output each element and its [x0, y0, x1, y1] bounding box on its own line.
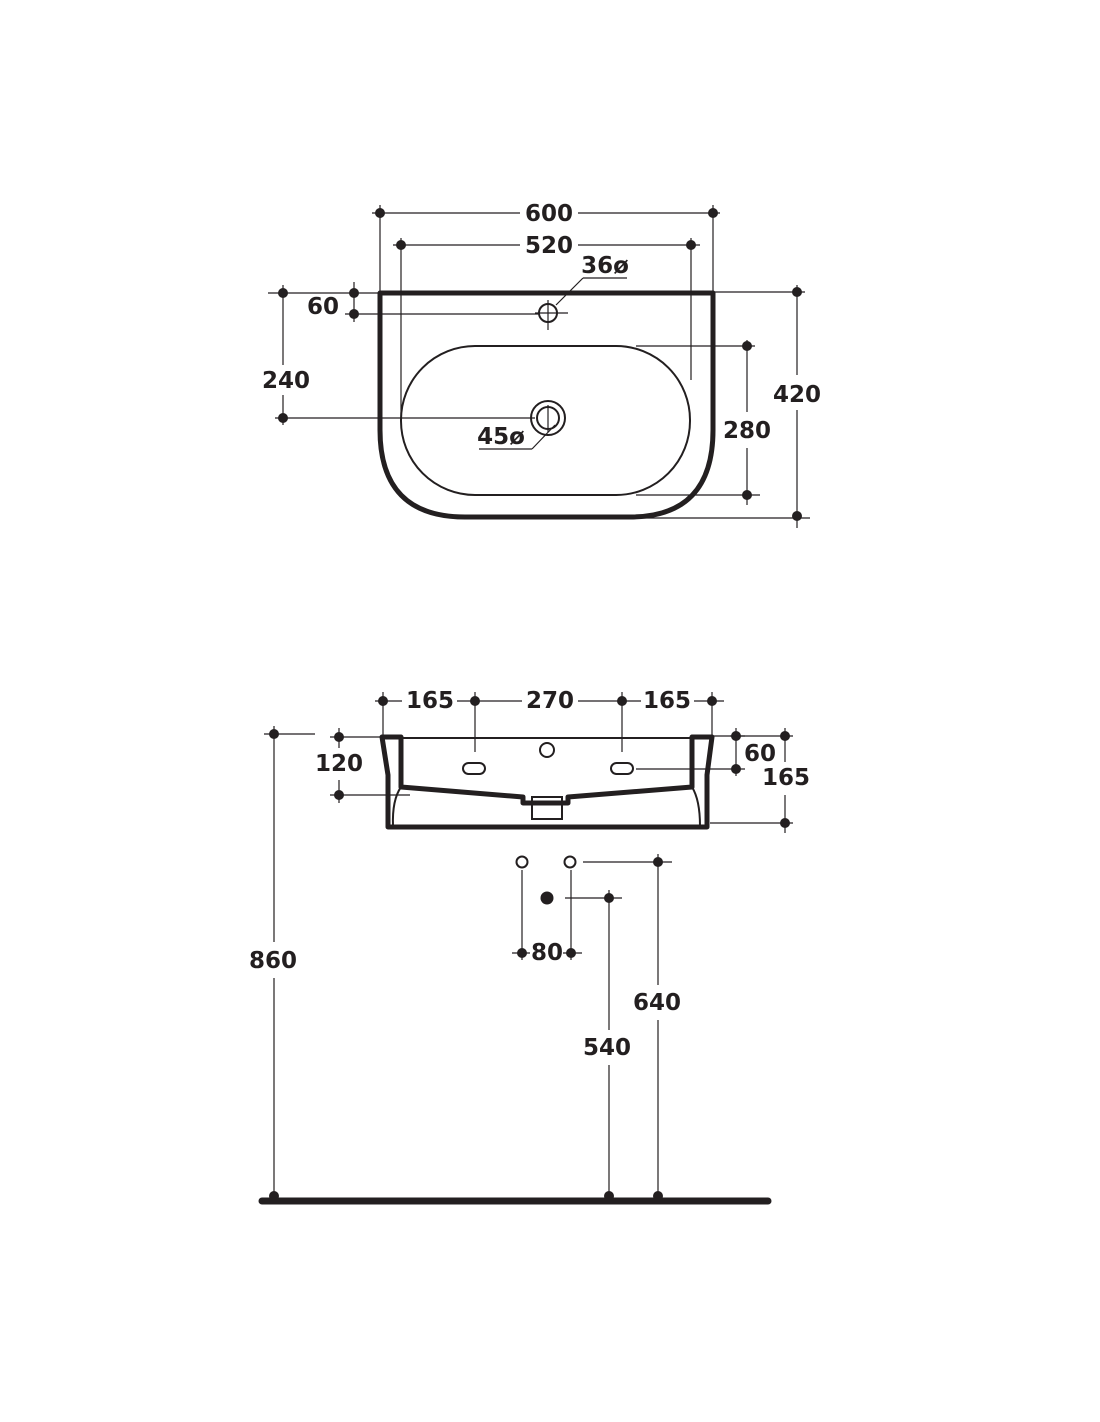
tap-hole-front-icon [539, 742, 555, 758]
label-width-fixing: 520 [525, 233, 573, 259]
dim-width-fixing: 520 [393, 233, 700, 420]
fixing-slot-left-icon [462, 762, 486, 775]
waste-outlet-icon [531, 796, 563, 820]
label-rim-height: 860 [249, 948, 297, 974]
dim-bowl-depth: 280 [636, 340, 771, 505]
top-view: 600 520 36ø 60 [262, 201, 821, 528]
label-waste-offset: 240 [262, 368, 310, 394]
label-waste-hole: 45ø [477, 424, 525, 450]
label-left-seg: 165 [406, 688, 454, 714]
label-fixing-drop: 120 [315, 751, 363, 777]
dim-height: 165 [710, 728, 810, 833]
label-height: 165 [762, 765, 810, 791]
dim-waste-hole: 45ø [477, 405, 556, 450]
supply-right-icon [563, 855, 577, 869]
dim-fixing-drop: 120 [315, 728, 410, 803]
basin-outline [377, 290, 716, 520]
dim-waste-offset: 240 [262, 285, 535, 425]
label-width-overall: 600 [525, 201, 573, 227]
dim-tap-offset: 60 [268, 282, 540, 322]
dim-depth-overall: 420 [630, 285, 821, 528]
label-tap-offset: 60 [307, 294, 339, 320]
dim-waste-height: 540 [565, 890, 631, 1201]
label-depth-overall: 420 [773, 382, 821, 408]
label-waste-height: 540 [583, 1035, 631, 1061]
dim-rim-to-fixing: 60 [636, 728, 776, 776]
dim-chain-top: 165 270 165 [375, 688, 724, 752]
label-supply-height: 640 [633, 990, 681, 1016]
basin-front-inner-left [391, 786, 402, 827]
dim-tap-hole: 36ø [535, 253, 629, 330]
dim-width-overall: 600 [372, 201, 720, 293]
label-rim-to-fixing: 60 [744, 741, 776, 767]
label-right-seg: 165 [643, 688, 691, 714]
dim-rim-height: 860 [249, 726, 315, 1201]
label-supply-spacing: 80 [531, 940, 563, 966]
label-bowl-depth: 280 [723, 418, 771, 444]
supply-left-icon [515, 855, 529, 869]
label-tap-hole: 36ø [581, 253, 629, 279]
front-view: 165 270 165 120 60 [249, 688, 810, 1205]
bowl-outline [400, 345, 691, 496]
label-mid-seg: 270 [526, 688, 574, 714]
basin-front-outline [379, 734, 715, 830]
fixing-slot-right-icon [610, 762, 634, 775]
dim-supply-height: 640 [583, 854, 681, 1201]
waste-point-icon [540, 891, 554, 905]
dim-supply-spacing: 80 [512, 870, 582, 966]
basin-front-inner-right [691, 786, 701, 827]
